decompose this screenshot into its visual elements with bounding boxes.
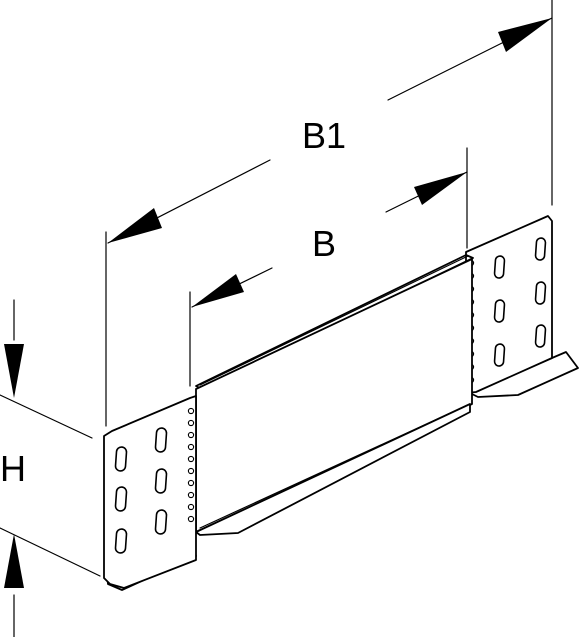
dimension-b: B [189,147,468,387]
far-plate-slots [493,237,547,367]
b-label: B [312,223,336,264]
b-arrow-left [192,274,244,307]
h-label: H [0,448,26,489]
h-arrow-bottom [4,534,24,588]
dimension-h: H [0,299,101,637]
dimension-b1: B1 [105,0,553,427]
b-arrow-right [414,172,467,205]
near-plate-holes [187,407,195,523]
near-plate-slots [114,427,168,554]
h-extension-top [0,394,93,439]
center-channel [195,254,474,536]
near-side-plate [103,395,197,589]
channel-side-face [195,258,473,533]
near-end-plate [103,395,197,591]
h-extension-bottom [0,527,101,577]
b1-label: B1 [302,115,346,156]
far-end-plate [465,215,579,398]
channel-bottom-flange [195,403,471,536]
b1-arrow-right [498,18,552,52]
b1-arrow-left [108,208,162,243]
h-arrow-top [4,344,24,398]
